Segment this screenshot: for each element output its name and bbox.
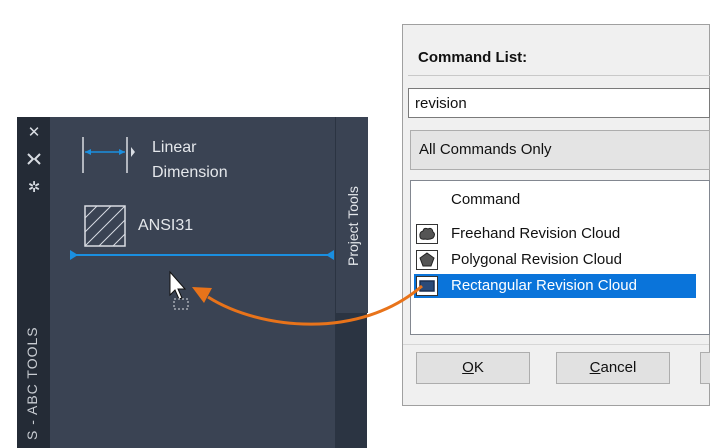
list-item-label: Polygonal Revision Cloud <box>451 251 622 268</box>
dialog-title: Command List: <box>408 40 710 76</box>
ok-button[interactable]: OK <box>416 352 530 384</box>
freehand-cloud-icon <box>416 224 438 244</box>
palette-title: S - ABC TOOLS <box>24 326 40 440</box>
palette-title-strip[interactable] <box>17 117 50 448</box>
linear-dimension-icon[interactable] <box>80 135 140 180</box>
command-list[interactable] <box>410 180 710 335</box>
list-item-label: Freehand Revision Cloud <box>451 225 621 242</box>
list-item-freehand-revision-cloud[interactable]: Freehand Revision Cloud <box>414 222 696 246</box>
polygonal-cloud-icon <box>416 250 438 270</box>
hatch-icon[interactable] <box>84 205 126 247</box>
linear-dimension-label-2[interactable]: Dimension <box>152 164 228 181</box>
list-column-header[interactable]: Command <box>451 191 521 208</box>
close-icon[interactable]: ✕ <box>27 123 41 141</box>
rectangular-cloud-icon <box>416 276 438 296</box>
tab-project-tools[interactable] <box>335 117 368 313</box>
command-filter-dropdown[interactable]: All Commands Only <box>410 130 710 170</box>
auto-hide-icon[interactable] <box>25 150 43 168</box>
list-item-label: Rectangular Revision Cloud <box>451 277 637 294</box>
command-search-input[interactable] <box>408 88 710 118</box>
tab-project-tools-label[interactable]: Project Tools <box>345 186 361 266</box>
help-button[interactable] <box>700 352 710 384</box>
drag-cursor-icon <box>169 270 189 310</box>
properties-icon[interactable]: ✲ <box>27 178 41 196</box>
linear-dimension-label-1[interactable]: Linear <box>152 139 197 156</box>
palette-content-area[interactable] <box>50 117 335 448</box>
ansi31-label[interactable]: ANSI31 <box>138 217 194 234</box>
list-item-rectangular-revision-cloud[interactable]: Rectangular Revision Cloud <box>414 274 696 298</box>
drop-insertion-indicator <box>70 250 334 260</box>
dialog-footer-divider <box>403 344 709 345</box>
list-item-polygonal-revision-cloud[interactable]: Polygonal Revision Cloud <box>414 248 696 272</box>
cancel-button[interactable]: Cancel <box>556 352 670 384</box>
command-filter-selected: All Commands Only <box>419 141 552 158</box>
